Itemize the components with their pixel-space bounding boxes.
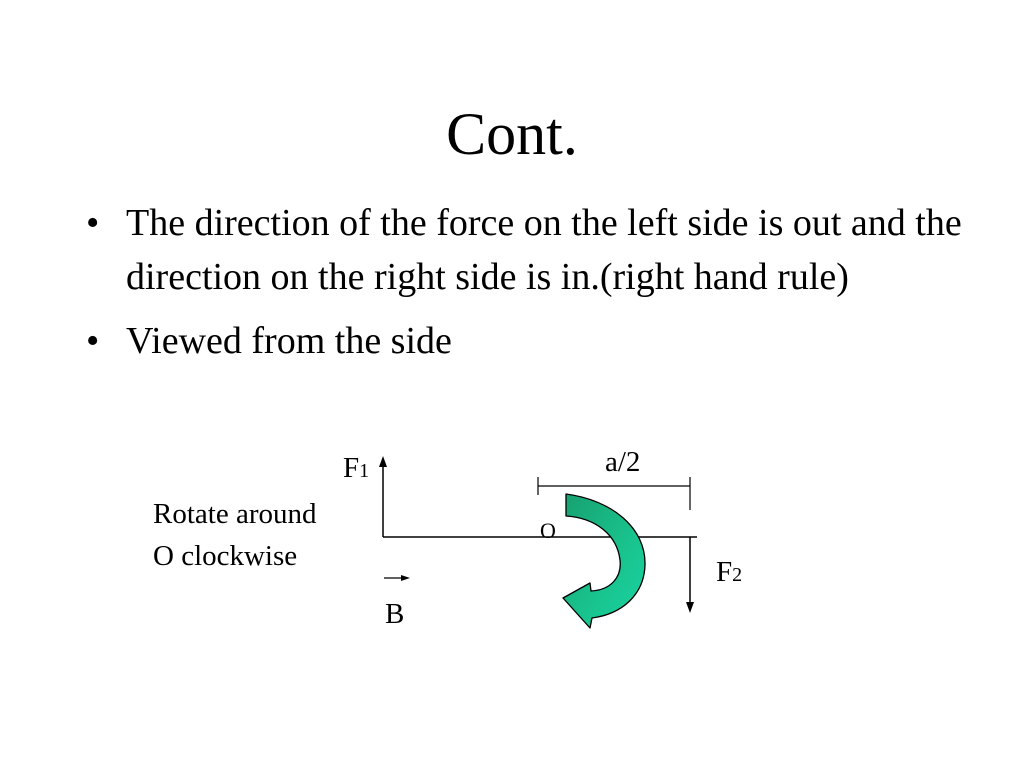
f1-label: F1: [343, 452, 370, 484]
bullet-list: • The direction of the force on the left…: [86, 196, 966, 378]
rotation-note-line: Rotate around: [153, 498, 317, 530]
f1-arrow: [379, 456, 387, 537]
clockwise-rotation-arrow-icon: [562, 493, 646, 629]
bullet-text: Viewed from the side: [126, 320, 452, 362]
o-label: O: [540, 518, 556, 543]
bullet-text: The direction of the force on the left s…: [126, 202, 962, 298]
bullet-item: • Viewed from the side: [86, 314, 966, 368]
b-field-arrow: [384, 575, 410, 581]
a-half-dimension: [537, 477, 691, 510]
b-label: B: [385, 598, 405, 630]
rotation-note-line: O clockwise: [153, 540, 298, 572]
f2-label: F2: [716, 556, 743, 588]
a-half-label: a/2: [605, 446, 641, 478]
bullet-item: • The direction of the force on the left…: [86, 196, 966, 304]
slide-title: Cont.: [446, 101, 578, 167]
rotation-note: Rotate around O clockwise: [153, 493, 316, 577]
f2-arrow: [686, 537, 694, 613]
bullet-dot: •: [86, 202, 100, 244]
bullet-dot: •: [86, 320, 100, 362]
